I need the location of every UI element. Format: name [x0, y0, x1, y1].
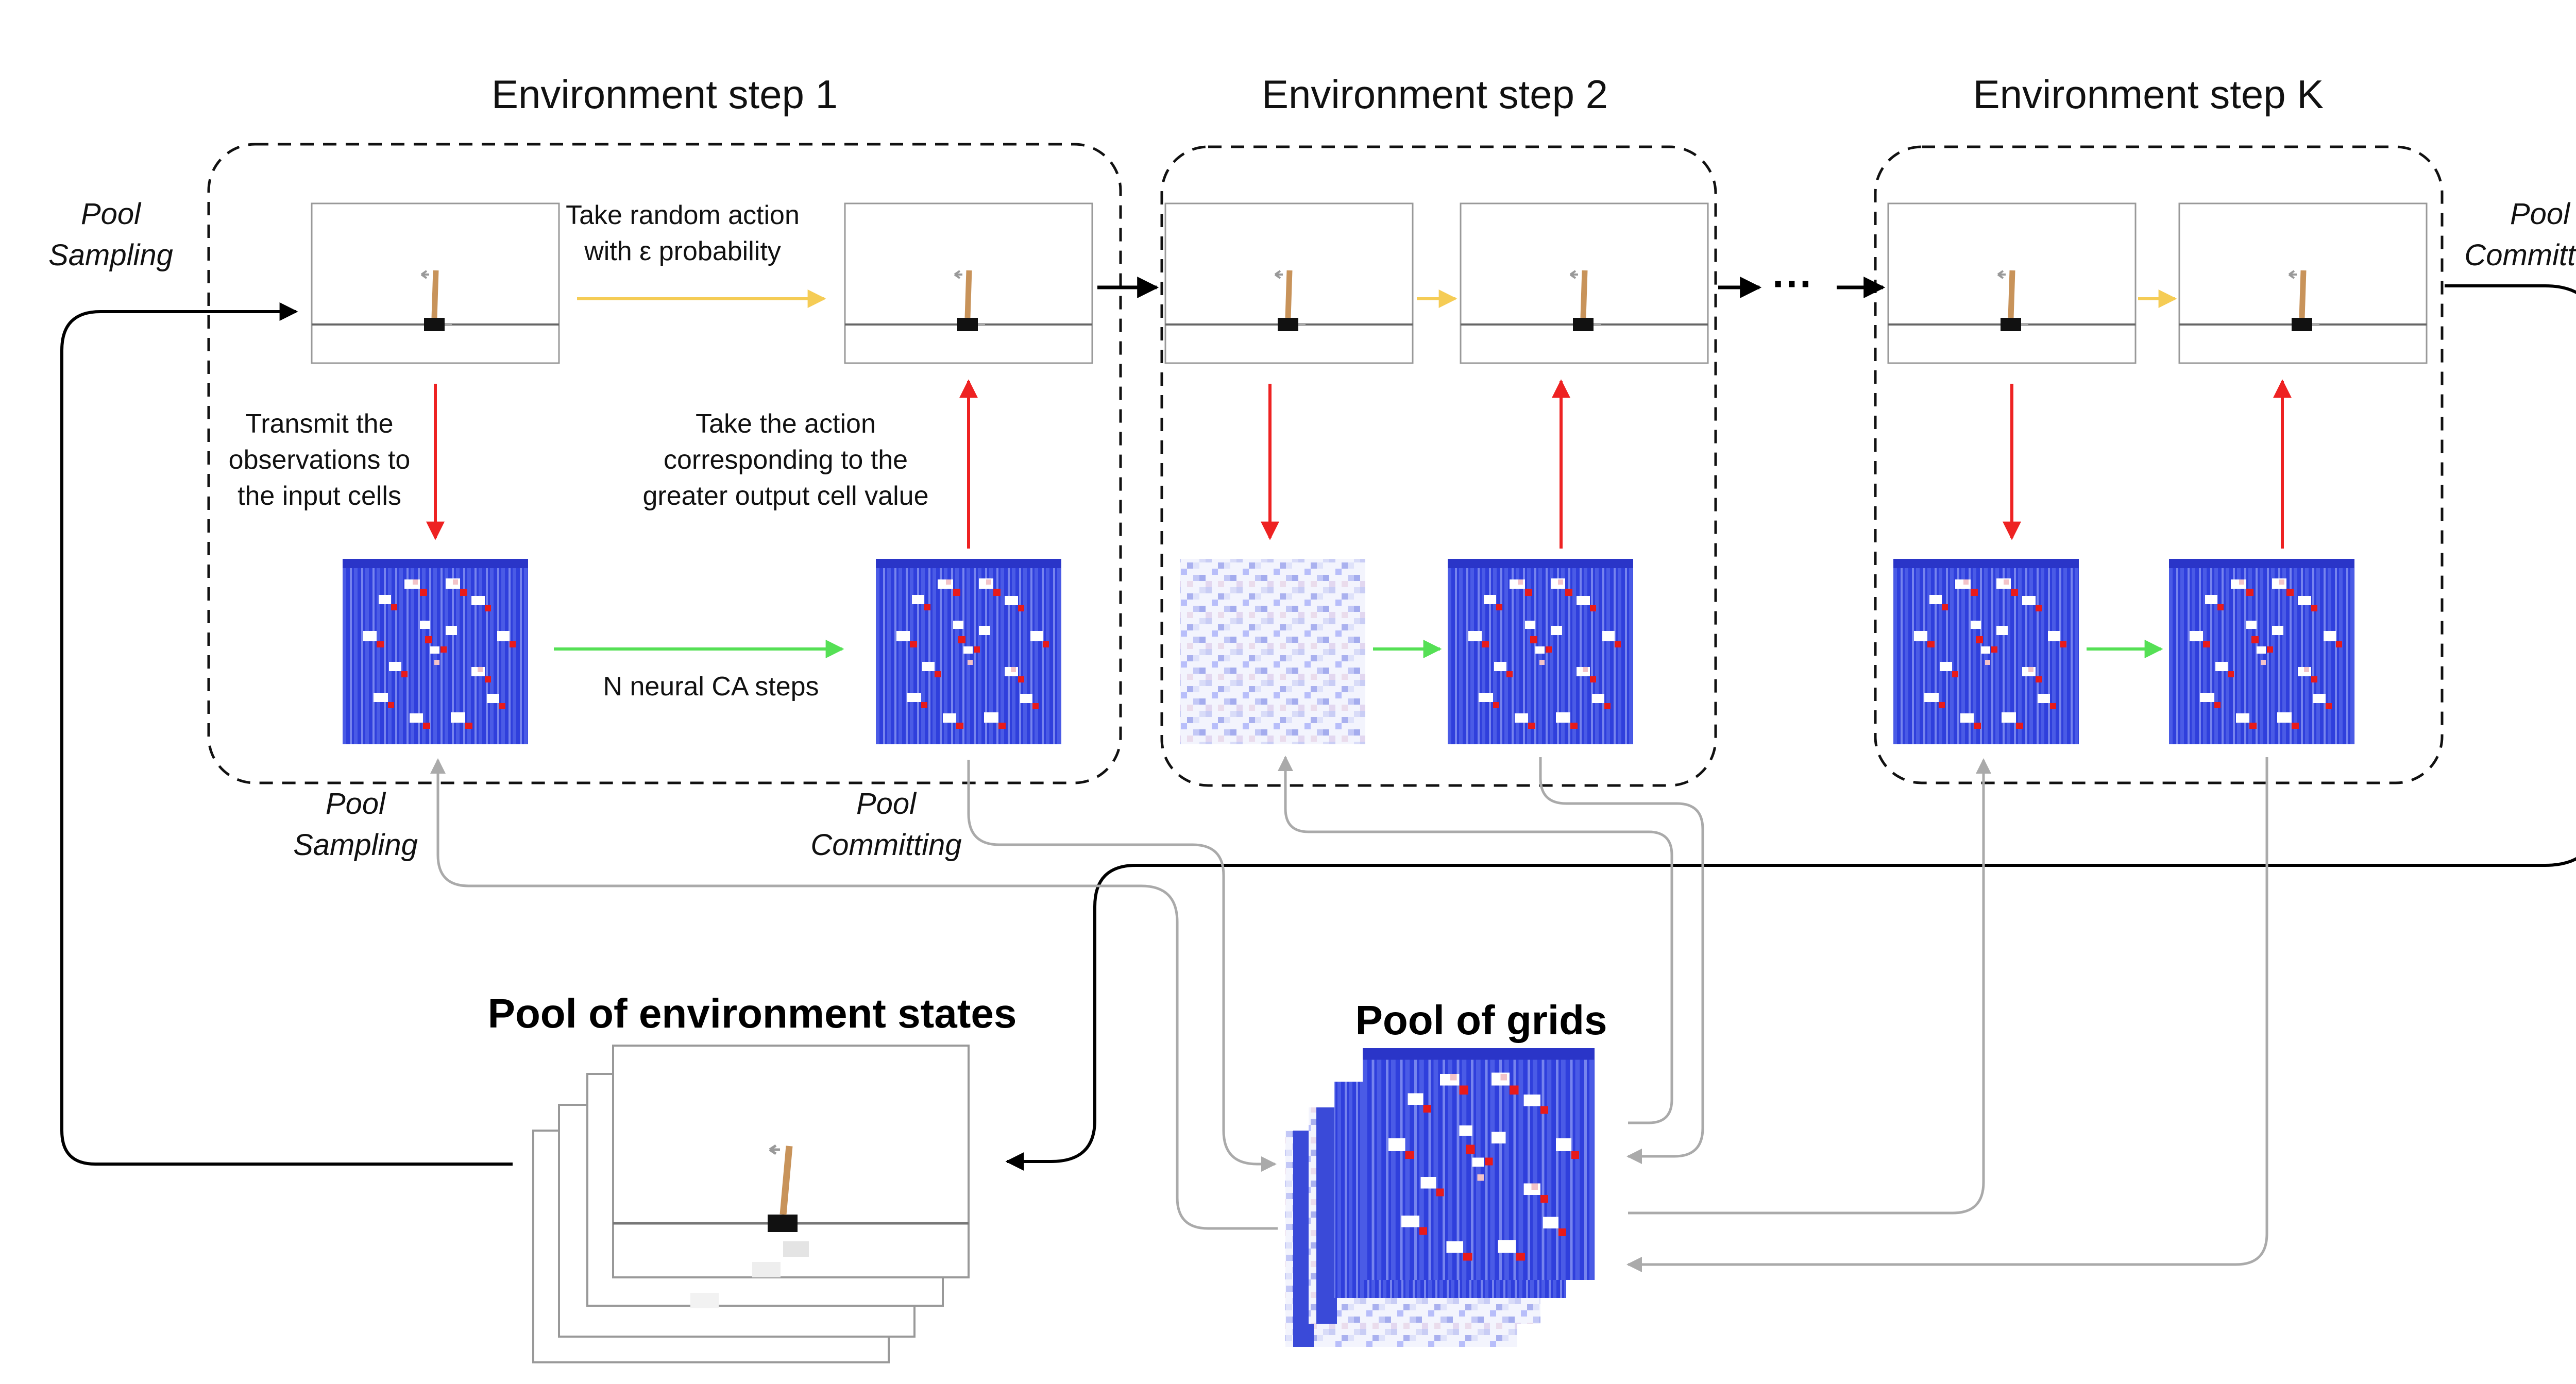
env-pool-committing-arrow [1005, 284, 2576, 1171]
step1-container [207, 143, 1122, 784]
random-grid-icon [1180, 559, 1365, 744]
pool-committing-bottom-2: Committing [810, 828, 961, 862]
ellipsis: ··· [1772, 261, 1814, 306]
pool-committing-bottom-1: Pool [856, 787, 917, 821]
cartpole-env-frame-icon [1888, 203, 2136, 363]
pool-committing-right-1: Pool [2510, 197, 2571, 231]
cartpole-env-frame-icon [1165, 203, 1413, 363]
neural-ca-grid-icon [2169, 559, 2354, 744]
grids-pool-stack [1285, 1048, 1595, 1347]
grid-pool-committing-arrow [967, 760, 1277, 1172]
stepk-container [1874, 145, 2444, 784]
grid-pool-sampling-arrow-step2 [1278, 756, 1673, 1124]
cartpole-env-frame-icon [2179, 203, 2427, 363]
neural-ca-grid-icon [343, 559, 528, 744]
step1-title: Environment step 1 [492, 72, 838, 117]
take-action-caption-2: corresponding to the [664, 445, 908, 475]
grid-pool-sampling-arrow-stepk [1628, 758, 1991, 1215]
grid-pool-committing-arrow-stepk [1626, 757, 2268, 1272]
env-states-pool-stack [532, 1045, 970, 1363]
random-action-caption-1: Take random action [566, 200, 800, 230]
random-action-caption-2: with ε probability [584, 236, 781, 266]
env-pool-sampling-arrow [60, 302, 513, 1166]
step2-container [1160, 145, 1717, 787]
step2-title: Environment step 2 [1262, 72, 1608, 117]
pool-sampling-left-1: Pool [81, 197, 142, 231]
cartpole-env-frame-icon [312, 203, 559, 363]
pool-sampling-left-2: Sampling [48, 238, 173, 272]
ca-steps-caption: N neural CA steps [603, 672, 819, 702]
grid-pool-sampling-arrow [430, 758, 1278, 1230]
transmit-caption-2: observations to [229, 445, 411, 475]
neural-ca-grid-icon [876, 559, 1061, 744]
grid-pool-committing-arrow-step2 [1539, 757, 1704, 1164]
pool-env-states-title: Pool of environment states [488, 990, 1017, 1036]
pool-sampling-bottom-1: Pool [326, 787, 386, 821]
neural-ca-grid-icon [1893, 559, 2079, 744]
take-action-caption-1: Take the action [696, 409, 876, 439]
take-action-caption-3: greater output cell value [642, 481, 928, 511]
pool-committing-right-2: Committing [2464, 238, 2576, 272]
transmit-caption-3: the input cells [238, 481, 401, 511]
pool-sampling-bottom-2: Sampling [293, 828, 418, 862]
cartpole-env-frame-icon [1461, 203, 1708, 363]
cartpole-env-frame-icon [845, 203, 1092, 363]
neural-ca-grid-icon [1448, 559, 1633, 744]
transmit-caption-1: Transmit the [245, 409, 393, 439]
pool-grids-title: Pool of grids [1355, 997, 1607, 1043]
stepk-title: Environment step K [1973, 72, 2324, 117]
